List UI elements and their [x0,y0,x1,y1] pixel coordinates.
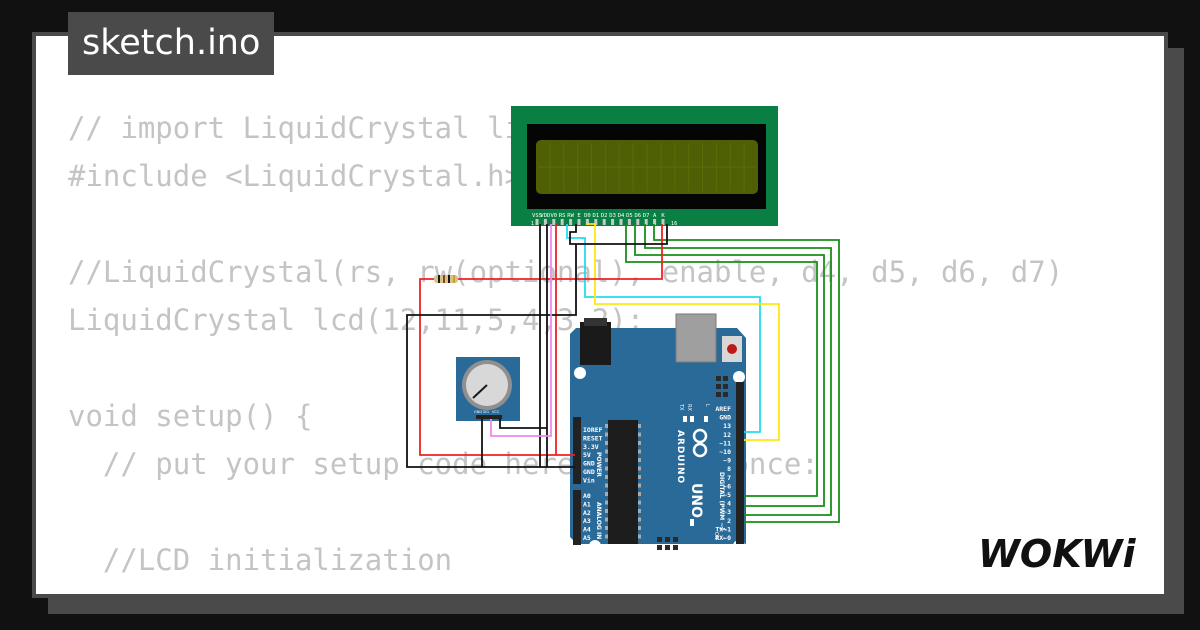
pot-pin-sig: SIG [483,410,489,414]
atmega-chip [608,420,638,544]
code-line[interactable]: #include <LiquidCrystal.h> [68,159,522,193]
lcd-pin-label: D7 [643,213,650,219]
wires[interactable] [406,223,840,523]
arduino-model: UNO [688,483,704,518]
analog-header [573,490,581,545]
pin-label: 8 [727,465,731,473]
rx-label: RX [686,404,692,411]
pin-label: AREF [715,405,731,413]
lcd-pin-start: 1 [531,221,534,227]
pin-label: ~11 [719,439,731,447]
code-line[interactable]: //LiquidCrystal(rs, rw(optional), enable… [68,255,1064,289]
analog-header-label: ANALOG IN [595,502,602,539]
lcd-pin-label: VSS [532,213,542,219]
pin-label: A3 [583,517,591,525]
lcd-pin-label: D0 [584,213,591,219]
lcd-pin-label: D4 [618,213,625,219]
pin-label: A1 [583,500,591,508]
lcd-pin-label: D3 [609,213,616,219]
lcd-pin-label: V0 [550,213,557,219]
lcd-pin-label: D2 [601,213,608,219]
pin-label: GND [719,414,731,422]
pin-label: 12 [723,431,731,439]
usb-port [675,313,717,363]
lcd-pin-label: D6 [634,213,641,219]
code-editor[interactable]: // import LiquidCrystal library#include … [68,104,1132,594]
pin-label: ~5 [723,491,731,499]
potentiometer[interactable]: GND SIG VCC [456,357,520,421]
arduino-infinity-icon [692,428,708,458]
pin-label: 5V [583,451,591,459]
lcd-pin-label: RS [559,213,566,219]
pin-label: Vin [583,476,595,484]
lcd-pin-label: RW [567,213,574,219]
power-header-label: POWER [595,452,602,477]
lcd-pin-end: 16 [671,221,677,227]
pin-label: RX←0 [715,534,731,542]
on-led-label: ON [713,532,719,540]
pin-label: A2 [583,509,591,517]
pin-label: ~10 [719,448,731,456]
lcd-pin-label: VDD [540,213,550,219]
pot-pin-gnd: GND [474,410,482,414]
pin-label: RESET [583,434,603,442]
pin-label: 13 [723,422,731,430]
lcd-pin-label: A [653,213,657,219]
l-led-label: L [704,404,710,407]
digital-header [736,382,744,544]
file-tab-title[interactable]: sketch.ino [68,12,275,75]
pin-label: 2 [727,517,731,525]
pin-label: ~9 [723,457,731,465]
svg-text:WOKWi: WOKWi [978,532,1137,575]
pin-label: A5 [583,534,591,542]
pin-label: GND [583,468,595,476]
pot-pin-vcc: VCC [492,410,500,414]
resistor[interactable] [434,275,458,283]
digital-header-label: DIGITAL (PWM ~) [718,472,725,530]
lcd-pin-label: D1 [592,213,599,219]
pin-label: 3.3V [583,443,599,451]
pin-label: GND [583,460,595,468]
pin-label: TX→1 [715,525,731,533]
pin-label: ~3 [723,508,731,516]
power-jack [580,322,611,365]
arduino-brand: ARDUINO [675,430,685,484]
lcd-pin-label: D5 [626,213,633,219]
lcd-pin-label: E [577,213,580,219]
code-line[interactable]: void setup() { [68,399,313,433]
tx-label: TX [678,403,684,411]
pin-label: 4 [727,500,731,508]
lcd-pin-label: K [661,213,665,219]
wokwi-logo: WOKWi [978,532,1137,575]
pin-label: IOREF [583,426,603,434]
code-line[interactable]: lcd.begin(16, 2); [68,584,1132,594]
code-line[interactable]: //LCD initialization [68,543,453,577]
pin-label: A4 [583,526,591,534]
pin-label: ~6 [723,482,731,490]
pin-label: A0 [583,492,591,500]
pin-label: 7 [727,474,731,482]
power-header [573,417,581,484]
